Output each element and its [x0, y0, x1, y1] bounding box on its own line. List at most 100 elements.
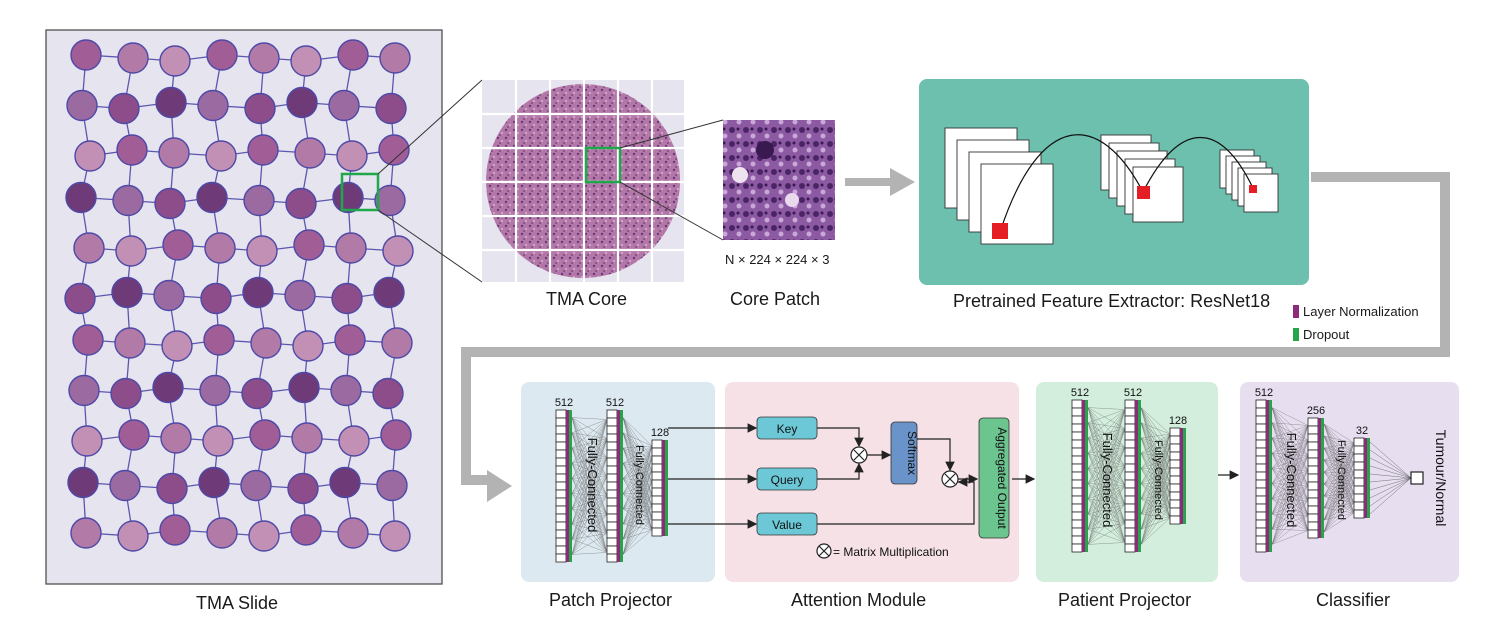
slide-core: [112, 184, 144, 217]
output-label: Tumour/Normal: [1433, 430, 1449, 527]
tma-slide: [45, 29, 443, 585]
patch-layer-512b: 512: [606, 397, 624, 563]
slide-core: [329, 466, 361, 499]
fully-connected-label: Fully-Connected: [585, 438, 600, 533]
slide-core: [247, 134, 279, 166]
slide-core: [290, 45, 322, 77]
matmul-icon-2: [941, 470, 959, 488]
tma-core-grid: [64, 39, 414, 552]
patient-layer-512b: 512: [1124, 387, 1142, 553]
slide-core: [65, 181, 97, 214]
tma-slide-caption: TMA Slide: [196, 593, 279, 613]
slide-core: [70, 517, 102, 549]
matmul-legend-text: = Matrix Multiplication: [833, 545, 949, 559]
slide-core: [250, 327, 282, 359]
slide-core: [108, 92, 140, 125]
feature-extractor-panel: [919, 79, 1309, 285]
flow-connector: [461, 172, 1450, 485]
patch-layer-512a: 512: [555, 397, 573, 563]
core-patch-caption: Core Patch: [730, 289, 821, 309]
slide-core: [203, 324, 235, 356]
slide-core: [154, 187, 186, 220]
slide-core: [334, 324, 366, 356]
aggregated-output-box: [978, 417, 1010, 539]
fully-connected-label: Fully-Connected: [1100, 433, 1115, 528]
key-label: Key: [777, 422, 798, 436]
layer-size-label: 256: [1307, 405, 1325, 417]
slide-core: [73, 232, 105, 264]
selected-core-highlight: [340, 172, 380, 212]
feature-map-stack3: [1219, 149, 1279, 213]
flow-arrow-to-extractor: [845, 168, 915, 196]
slide-core: [379, 520, 411, 552]
softmax-label: Softmax: [905, 431, 919, 475]
slide-core: [111, 276, 143, 309]
slide-core: [72, 324, 104, 356]
matmul-legend-icon: [816, 543, 832, 559]
slide-core: [249, 419, 281, 451]
slide-core: [116, 134, 148, 166]
slide-core: [156, 472, 188, 505]
slide-core: [117, 42, 149, 74]
layer-size-label: 512: [1071, 387, 1089, 399]
feature-patch-2: [1137, 186, 1150, 199]
slide-core: [117, 520, 149, 552]
slide-core: [243, 184, 275, 217]
classifier-caption: Classifier: [1316, 590, 1391, 610]
slide-core: [285, 187, 317, 220]
attention-module-caption: Attention Module: [791, 590, 927, 610]
slide-core: [381, 327, 413, 359]
aggregated-output-label: Aggregated Output: [995, 427, 1009, 529]
patch-dims-label: N × 224 × 224 × 3: [725, 252, 830, 267]
slide-core: [70, 39, 102, 71]
slide-core: [241, 377, 273, 410]
slide-core: [248, 42, 280, 74]
fully-connected-label: Fully-Connected: [633, 445, 645, 525]
slide-core: [160, 422, 192, 454]
slide-core: [332, 181, 364, 214]
layer-size-label: 128: [651, 427, 669, 439]
slide-core: [204, 232, 236, 264]
slide-core: [375, 92, 407, 125]
classifier-layer-32: 32: [1353, 425, 1370, 519]
slide-core: [109, 469, 141, 502]
slide-core: [206, 517, 238, 549]
slide-core: [294, 137, 326, 169]
slide-core: [382, 235, 414, 267]
slide-core: [286, 86, 318, 119]
slide-core: [290, 514, 322, 546]
selected-patch-highlight: [584, 146, 622, 184]
slide-core: [287, 472, 319, 505]
value-label: Value: [772, 518, 802, 532]
slide-core: [378, 134, 410, 166]
slide-core: [291, 422, 323, 454]
legend-layer-norm: Layer Normalization: [1293, 304, 1419, 319]
slide-core: [206, 39, 238, 71]
matmul-icon-1: [850, 446, 868, 464]
slide-core: [240, 469, 272, 502]
slide-core: [330, 374, 362, 407]
slide-core: [64, 282, 96, 315]
slide-core: [248, 520, 280, 552]
output-node: [1410, 471, 1424, 485]
slide-core: [284, 279, 316, 312]
slide-core: [380, 419, 412, 451]
feature-extractor-caption: Pretrained Feature Extractor: ResNet18: [953, 291, 1271, 311]
slide-core: [244, 92, 276, 125]
slide-core: [118, 419, 150, 451]
feature-patch-1: [992, 223, 1008, 239]
patient-layer-512a: 512: [1071, 387, 1089, 553]
feature-map-stack1: [944, 127, 1054, 245]
patient-projector-caption: Patient Projector: [1058, 590, 1192, 610]
layer-size-label: 512: [555, 397, 573, 409]
query-label: Query: [771, 473, 804, 487]
slide-core: [292, 330, 324, 362]
slide-core: [66, 89, 98, 122]
slide-core: [162, 229, 194, 261]
slide-core: [338, 425, 370, 457]
slide-core: [337, 39, 369, 71]
slide-core: [336, 140, 368, 172]
slide-core: [114, 327, 146, 359]
slide-core: [159, 45, 191, 77]
